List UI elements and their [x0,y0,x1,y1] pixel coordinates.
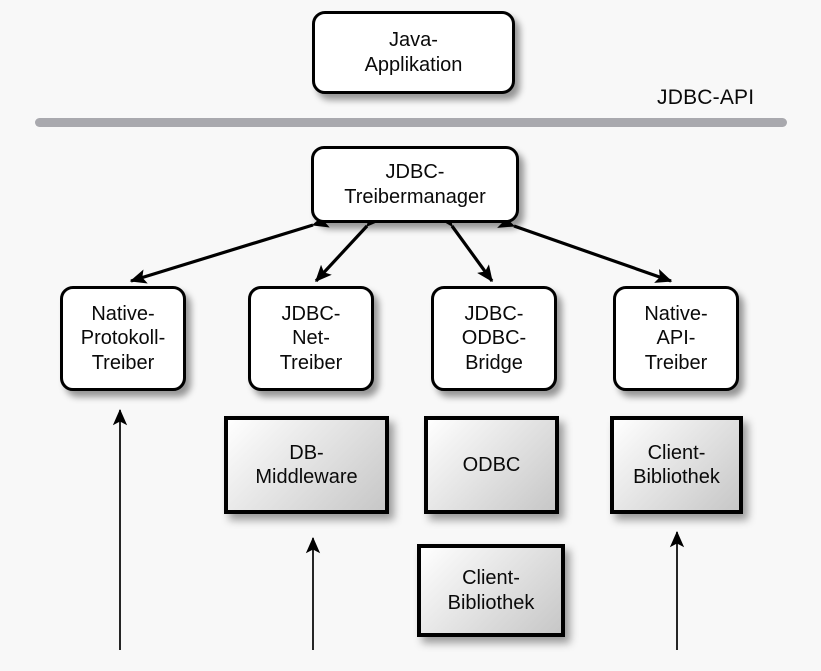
node-client-bibliothek-right: Client- Bibliothek [610,416,743,514]
jdbc-api-separator-bar [35,118,787,127]
node-label-odbc: ODBC [462,453,521,476]
connector-treibermanager-to-jdbc-net [314,209,383,283]
node-db-middleware: DB- Middleware [224,416,389,514]
node-label-native-protokoll-treiber: Native- Protokoll- Treiber [80,302,166,374]
node-native-protokoll-treiber: Native- Protokoll- Treiber [60,286,186,391]
node-jdbc-odbc-bridge: JDBC- ODBC- Bridge [431,286,557,391]
node-jdbc-treibermanager: JDBC- Treibermanager [311,146,519,223]
node-label-db-middleware: DB- Middleware [255,441,358,488]
node-label-client-bibliothek-right: Client- Bibliothek [633,441,720,488]
jdbc-api-label: JDBC-API [657,86,755,109]
node-odbc: ODBC [424,416,559,514]
node-label-jdbc-treibermanager: JDBC- Treibermanager [344,161,486,208]
node-label-jdbc-net-treiber: JDBC- Net- Treiber [279,302,343,374]
node-native-api-treiber: Native- API- Treiber [613,286,739,391]
node-label-java-applikation: Java- Applikation [364,29,463,76]
driver-connector-arrows [129,209,673,284]
node-java-applikation: Java- Applikation [312,11,515,94]
node-client-bibliothek-center: Client- Bibliothek [417,544,565,637]
node-label-jdbc-odbc-bridge: JDBC- ODBC- Bridge [461,302,527,374]
node-label-client-bibliothek-center: Client- Bibliothek [447,567,535,614]
connector-treibermanager-to-jdbc-odbc [437,209,494,283]
node-label-native-api-treiber: Native- API- Treiber [644,302,708,374]
connector-treibermanager-to-native-protokoll [129,213,330,284]
connector-treibermanager-to-native-api [497,214,673,283]
database-feed-arrows [112,408,685,650]
node-jdbc-net-treiber: JDBC- Net- Treiber [248,286,374,391]
